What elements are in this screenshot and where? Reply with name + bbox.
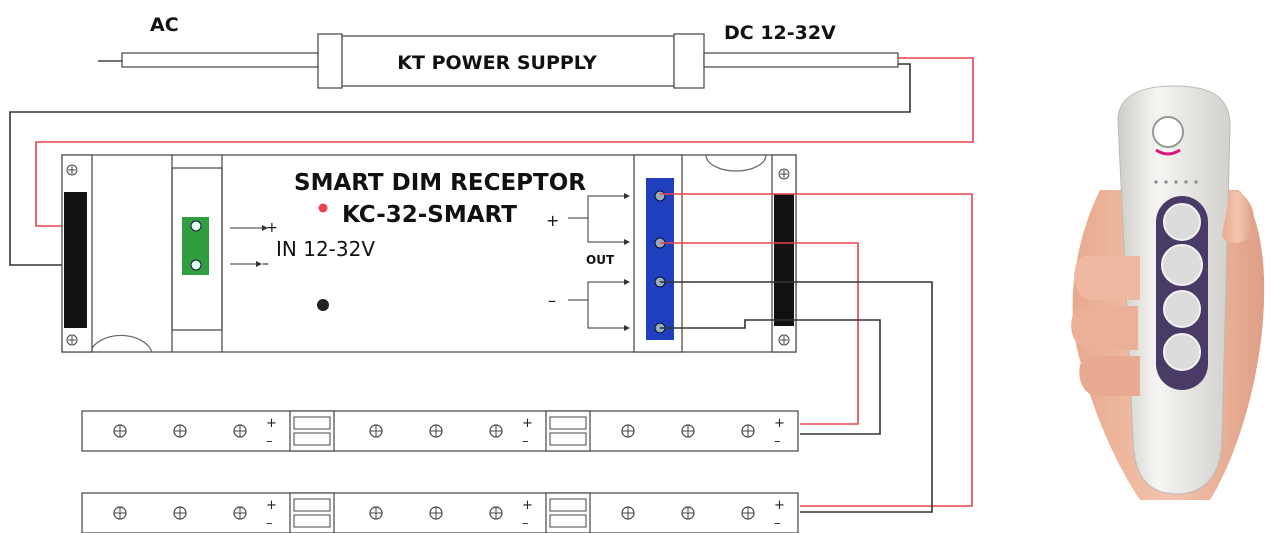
output-plus-label: + xyxy=(546,211,559,230)
finger xyxy=(1074,256,1140,300)
terminal-screw-icon xyxy=(190,220,202,232)
remote-button-down[interactable] xyxy=(1163,290,1201,328)
remote-button-up[interactable] xyxy=(1163,203,1201,241)
output-terminal-blue xyxy=(646,178,674,340)
left-black-strip xyxy=(64,192,87,328)
strip-minus-label: – xyxy=(522,516,529,531)
terminal-screw-icon xyxy=(190,259,202,271)
strip-minus-label: – xyxy=(774,516,781,531)
strip-plus-label: + xyxy=(774,416,785,431)
status-led xyxy=(318,203,328,213)
dc-output-cable xyxy=(703,52,899,68)
strip2-negative-wire xyxy=(660,281,933,513)
out-label: OUT xyxy=(586,253,615,267)
strip-minus-label: – xyxy=(774,434,781,449)
finger xyxy=(1071,306,1138,350)
right-black-strip xyxy=(774,194,794,326)
input-plus-label: + xyxy=(266,220,278,236)
strip-plus-label: + xyxy=(266,416,277,431)
remote-lanyard-hole xyxy=(1152,116,1184,148)
strip2-positive-wire xyxy=(660,193,973,507)
strip-plus-label: + xyxy=(774,498,785,513)
smart-dim-receptor: + – SMART DIM RECEPTOR KC-32-SMART IN 12… xyxy=(61,154,797,353)
remote-indicator-icon xyxy=(1155,148,1181,156)
strip1-negative-wire xyxy=(660,319,881,435)
finger xyxy=(1079,356,1140,396)
housing-notch-bottom xyxy=(89,334,153,353)
remote-button-center[interactable] xyxy=(1161,244,1203,286)
input-voltage-label: IN 12-32V xyxy=(276,237,375,261)
input-minus-label: – xyxy=(262,256,269,272)
power-supply: AC KT POWER SUPPLY DC 12-32V xyxy=(98,14,899,89)
terminal-screw-icon xyxy=(654,190,666,202)
output-minus-label: – xyxy=(548,291,556,310)
dc-voltage-label: DC 12-32V xyxy=(724,22,836,44)
power-supply-label: KT POWER SUPPLY xyxy=(397,52,597,74)
strip-plus-label: + xyxy=(522,498,533,513)
strip-minus-label: – xyxy=(266,434,273,449)
strip-plus-label: + xyxy=(266,498,277,513)
psu-left-cap xyxy=(317,33,343,89)
led-strips: + – + – + – + – + – + – xyxy=(81,410,799,533)
strip-minus-label: – xyxy=(266,516,273,531)
ac-input-cable xyxy=(121,52,319,68)
psu-right-cap xyxy=(673,33,705,89)
strip-minus-label: – xyxy=(522,434,529,449)
remote-button-stop[interactable] xyxy=(1163,333,1201,371)
strip1-positive-wire xyxy=(660,242,859,425)
negative-supply-wire xyxy=(9,63,911,266)
output-wires xyxy=(660,193,973,513)
thumb xyxy=(1222,190,1254,244)
remote-control xyxy=(1071,85,1265,500)
housing-notch-top xyxy=(705,154,767,172)
pairing-button xyxy=(317,299,329,311)
remote-dots xyxy=(1154,180,1198,184)
ac-label: AC xyxy=(150,14,179,36)
receptor-model: KC-32-SMART xyxy=(342,202,517,228)
strip-plus-label: + xyxy=(522,416,533,431)
receptor-title: SMART DIM RECEPTOR xyxy=(294,170,586,196)
